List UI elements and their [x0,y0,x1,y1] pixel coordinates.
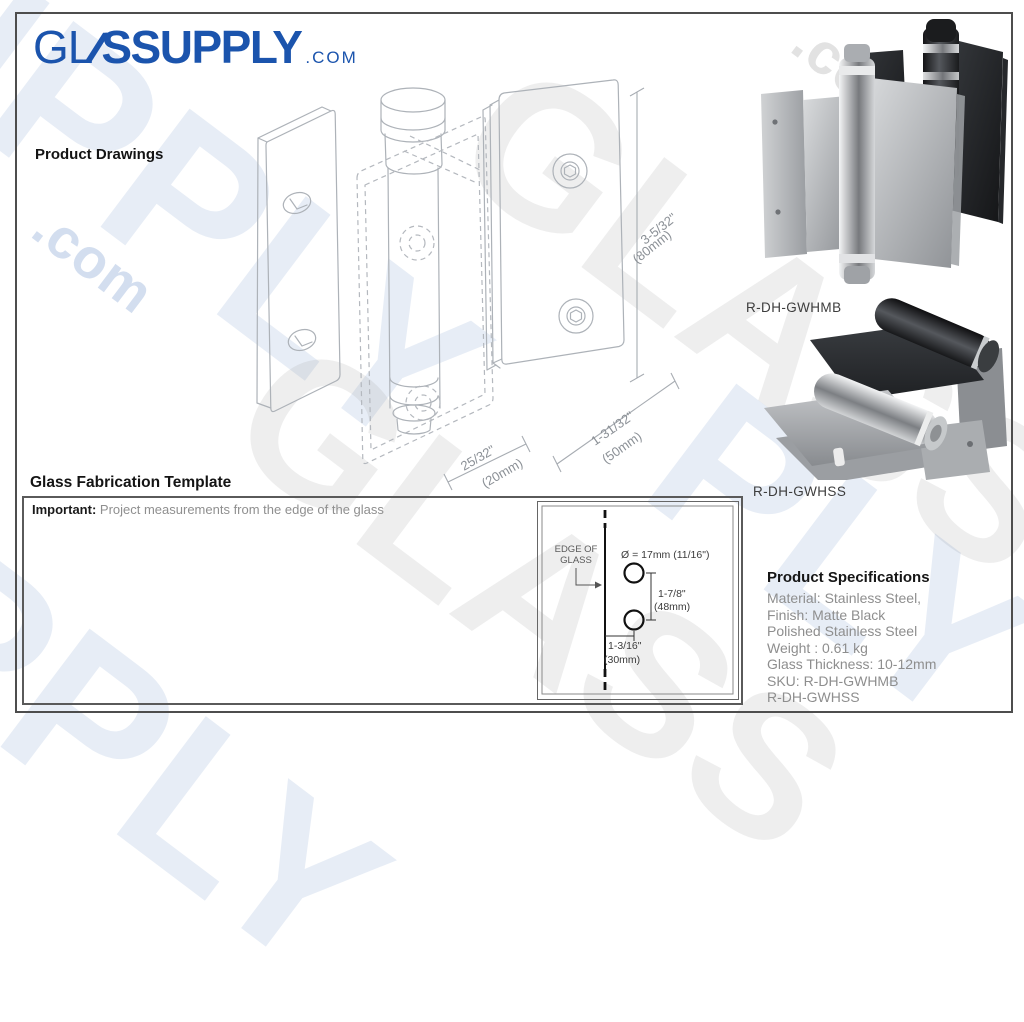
spec-finish-2: Polished Stainless Steel [767,623,918,639]
spec-sku-1: SKU: R-DH-GWHMB [767,672,899,689]
wall-plate-outline [265,109,341,413]
spec-sku-2: R-DH-GWHSS [767,689,860,705]
spec-finish: Finish: Matte Black [767,606,886,623]
sku-label-gwhss: R-DH-GWHSS [753,484,847,499]
glass-panel-dashed [356,115,494,465]
hole-spacing-mm: (48mm) [654,601,690,613]
product-photo-matte-black [761,19,1008,284]
important-label: Important: [32,502,97,517]
spec-weight: Weight : 0.61 kg [767,639,868,656]
brand-logo-tld: .COM [305,48,358,67]
fabrication-template-box: Important: Project measurements from the… [22,496,743,705]
spec-material: Material: Stainless Steel, [767,590,922,606]
important-text: Project measurements from the edge of th… [99,502,384,517]
brand-logo-bold: SSUPPLY [101,21,303,73]
drill-template-drawing: EDGE OF GLASS Ø = 17mm (11/16") 1-7/8" (… [541,505,734,695]
edge-offset-mm: (30mm) [604,654,640,666]
specs-title: Product Specifications [767,569,930,586]
edge-of-glass-label-1: EDGE OF [555,544,598,555]
hinge-technical-drawing: 3-5/32" (80mm) 1-31/32" (50mm) 25/32" (2… [256,79,680,491]
product-photo-stainless [764,298,1007,480]
dim-depth-in: 25/32" [458,442,498,474]
drill-template-box: EDGE OF GLASS Ø = 17mm (11/16") 1-7/8" (… [537,501,739,700]
edge-offset-in: 1-3/16" [608,640,642,652]
product-specifications: Product Specifications Material: Stainle… [767,569,1012,706]
brand-logo-thin: GL [33,21,93,73]
hole-diameter-label: Ø = 17mm (11/16") [621,549,709,561]
hole-spacing-in: 1-7/8" [658,588,686,600]
edge-of-glass-label-2: GLASS [560,555,592,566]
brand-logo: GL∕∕SSUPPLY.COM [33,24,358,71]
important-note: Important: Project measurements from the… [32,502,384,517]
spec-glass-thickness: Glass Thickness: 10-12mm [767,656,937,672]
fabrication-template-heading: Glass Fabrication Template [30,474,232,491]
product-drawings-heading: Product Drawings [35,146,164,163]
sku-label-gwhmb: R-DH-GWHMB [746,300,842,315]
